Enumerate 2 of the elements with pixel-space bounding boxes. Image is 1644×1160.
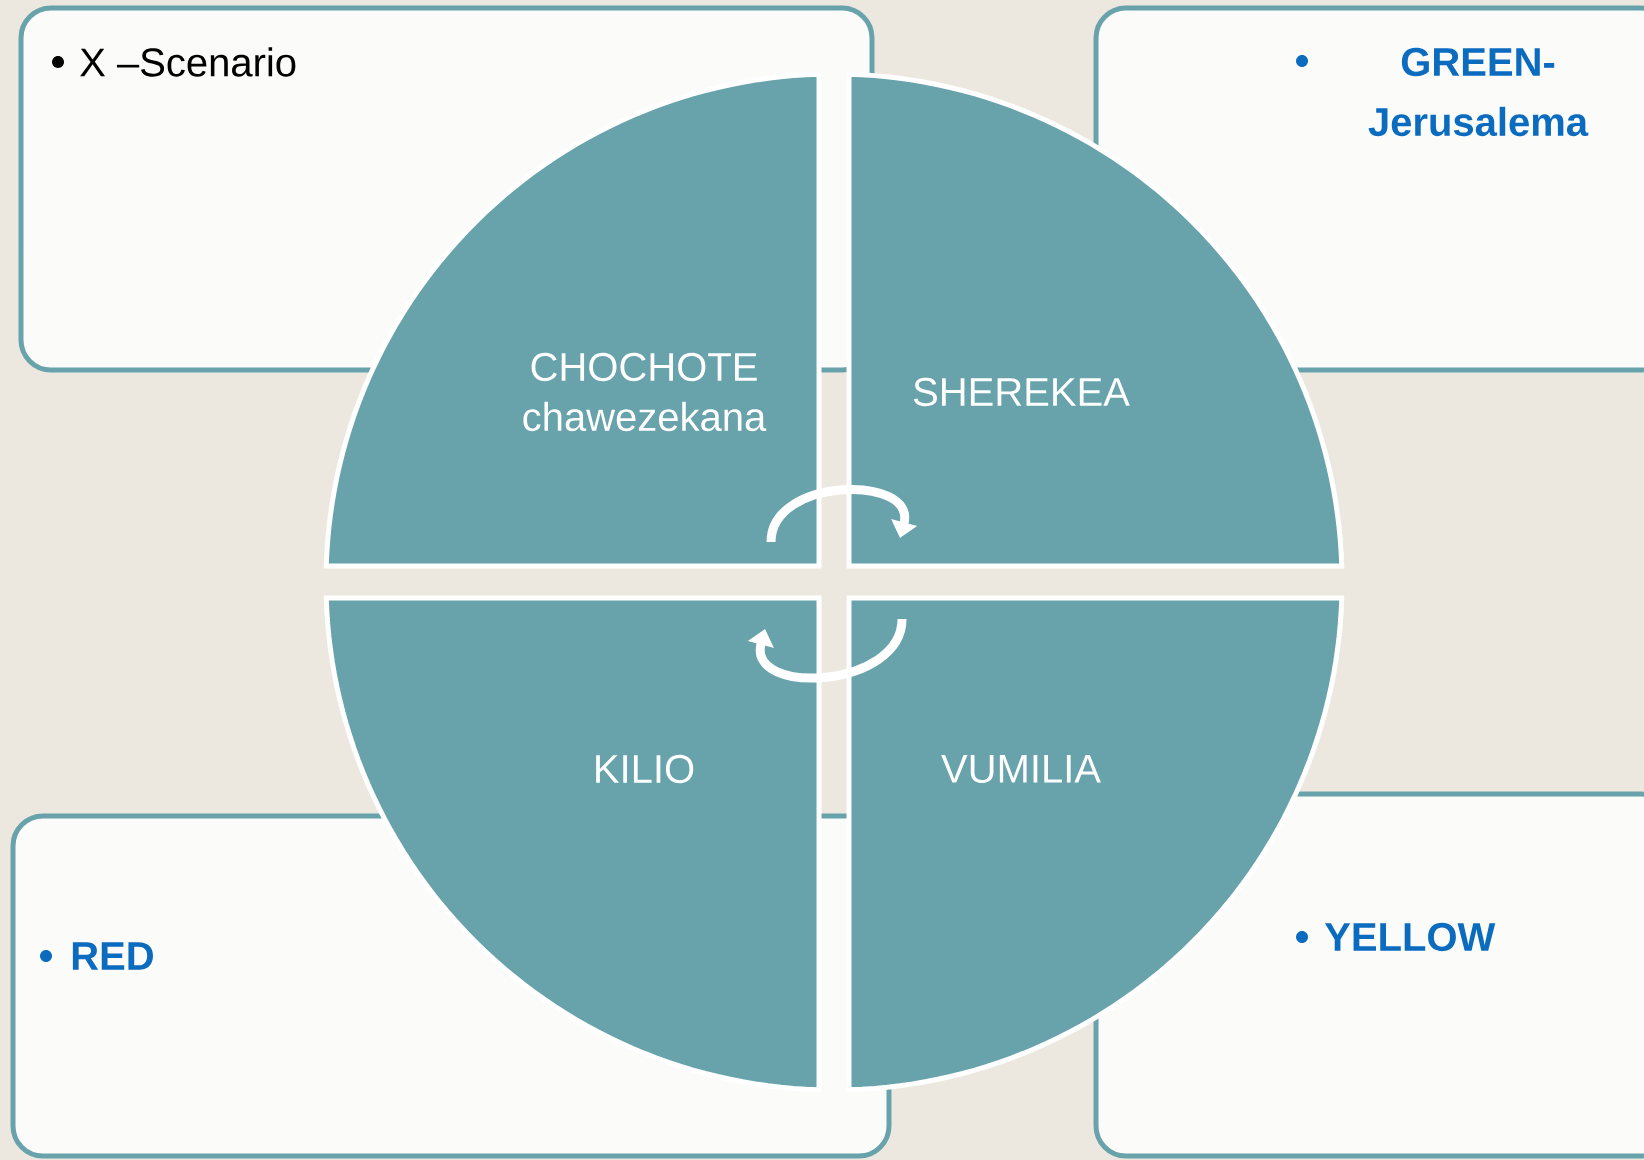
quadrant: SHEREKEA xyxy=(846,71,1345,569)
quadrant: KILIO xyxy=(323,595,822,1093)
